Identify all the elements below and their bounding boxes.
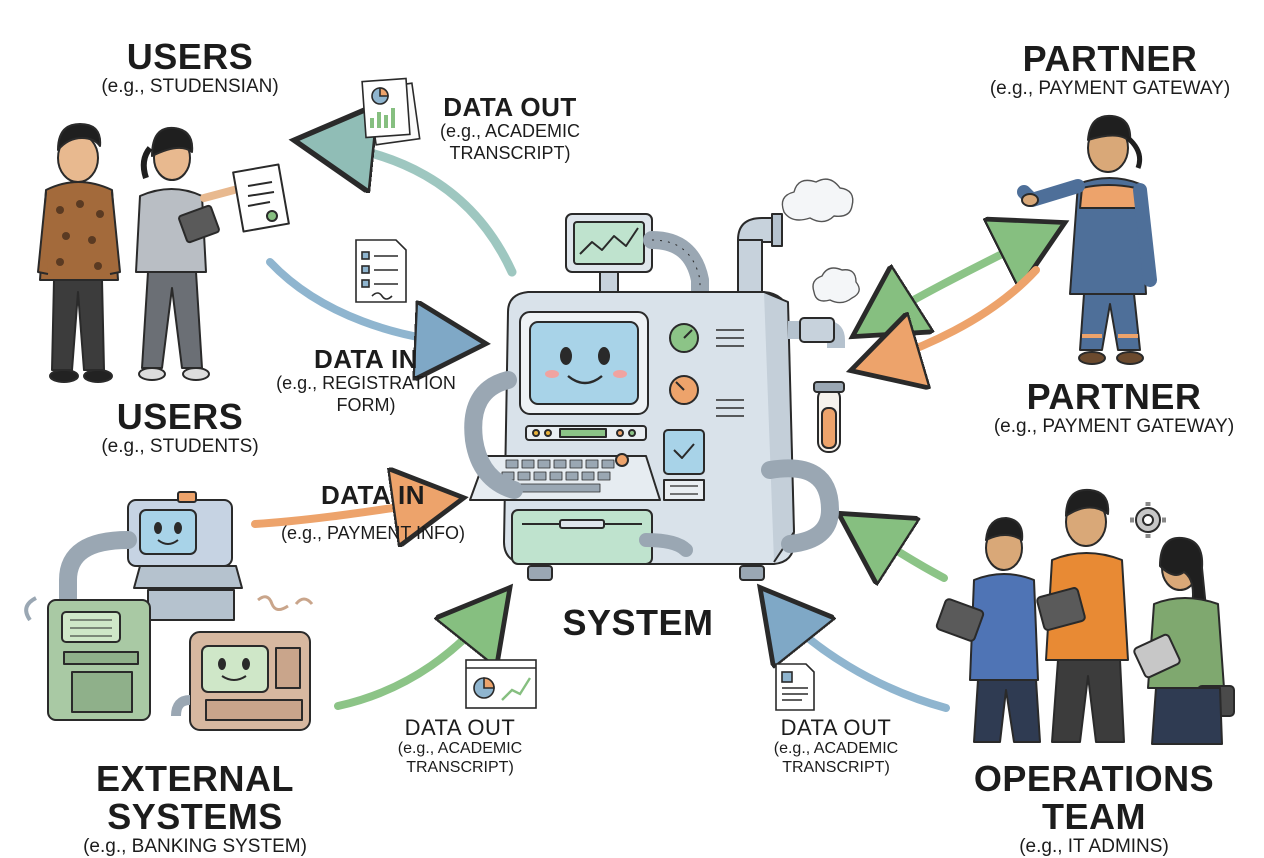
arrow-data-out-top xyxy=(312,142,517,277)
users-mid-example: (e.g., STUDENTS) xyxy=(101,435,259,457)
data-out-external-line2: TRANSCRIPT) xyxy=(406,759,514,777)
gear-icon xyxy=(1130,502,1166,538)
operations-team-label: OPERATIONS TEAM (e.g., IT ADMINS) xyxy=(944,760,1244,858)
operations-team-title: OPERATIONS TEAM xyxy=(973,758,1215,837)
data-in-payment-label: DATA IN (e.g., PAYMENT INFO) xyxy=(258,480,488,545)
partner-top-label: PARTNER (e.g., PAYMENT GATEWAY) xyxy=(960,40,1260,101)
report-document-icon xyxy=(361,77,421,146)
arrow-ops-blue xyxy=(770,600,950,712)
data-in-payment-title: DATA IN xyxy=(320,480,426,510)
operations-team-illustration xyxy=(935,488,1235,745)
system-label: SYSTEM xyxy=(548,604,728,642)
data-out-top-line1: (e.g., ACADEMIC xyxy=(439,121,581,142)
data-out-ops-label: DATA OUT (e.g., ACADEMIC TRANSCRIPT) xyxy=(746,716,926,777)
data-out-external-line1: (e.g., ACADEMIC xyxy=(397,740,523,758)
users-top-label: USERS (e.g., STUDENSIAN) xyxy=(60,38,320,99)
data-out-top-label: DATA OUT (e.g., ACADEMIC TRANSCRIPT) xyxy=(410,92,610,164)
arrow-ops-green xyxy=(852,522,948,578)
data-out-ops-line1: (e.g., ACADEMIC xyxy=(773,740,899,758)
external-systems-title: EXTERNAL SYSTEMS xyxy=(95,758,294,837)
arrow-data-out-external xyxy=(334,600,500,710)
users-top-title: USERS xyxy=(126,36,254,77)
users-top-example: (e.g., STUDENSIAN) xyxy=(101,75,279,97)
external-systems-label: EXTERNAL SYSTEMS (e.g., BANKING SYSTEM) xyxy=(30,760,360,858)
data-in-users-line1: (e.g., REGISTRATION xyxy=(276,373,456,394)
system-title: SYSTEM xyxy=(562,602,714,643)
data-out-ops-title: DATA OUT xyxy=(780,715,892,740)
system-machine-illustration xyxy=(464,178,860,581)
transcript-document-icon xyxy=(775,663,815,711)
operations-team-example: (e.g., IT ADMINS) xyxy=(1019,835,1169,857)
partner-mid-label: PARTNER (e.g., PAYMENT GATEWAY) xyxy=(964,378,1264,439)
arrow-partner-orange xyxy=(866,266,1040,366)
data-in-payment-line1: (e.g., PAYMENT INFO) xyxy=(280,523,466,544)
data-out-external-title: DATA OUT xyxy=(404,715,516,740)
arrow-data-in-payment xyxy=(251,500,448,524)
partner-top-title: PARTNER xyxy=(1022,38,1198,79)
external-systems-illustration xyxy=(24,491,314,731)
data-out-top-title: DATA OUT xyxy=(443,92,577,122)
partner-worker-illustration xyxy=(1017,114,1157,365)
data-out-ops-line2: TRANSCRIPT) xyxy=(782,759,890,777)
form-document-icon xyxy=(355,239,407,303)
users-mid-label: USERS (e.g., STUDENTS) xyxy=(60,398,300,459)
partner-mid-example: (e.g., PAYMENT GATEWAY) xyxy=(993,415,1235,437)
data-in-users-label: DATA IN (e.g., REGISTRATION FORM) xyxy=(266,344,466,416)
dashboard-chart-icon xyxy=(465,659,537,709)
data-in-users-line2: FORM) xyxy=(336,394,396,415)
data-out-external-label: DATA OUT (e.g., ACADEMIC TRANSCRIPT) xyxy=(370,716,550,777)
partner-top-example: (e.g., PAYMENT GATEWAY) xyxy=(989,77,1231,99)
data-in-users-title: DATA IN xyxy=(313,344,419,374)
data-out-top-line2: TRANSCRIPT) xyxy=(449,142,571,163)
partner-mid-title: PARTNER xyxy=(1026,376,1202,417)
external-systems-example: (e.g., BANKING SYSTEM) xyxy=(83,835,307,857)
arrow-partner-green xyxy=(866,244,1022,328)
arrow-data-in-users xyxy=(266,258,470,343)
users-mid-title: USERS xyxy=(116,396,244,437)
steam-cloud-icon xyxy=(781,178,860,304)
users-students-illustration xyxy=(37,123,290,383)
